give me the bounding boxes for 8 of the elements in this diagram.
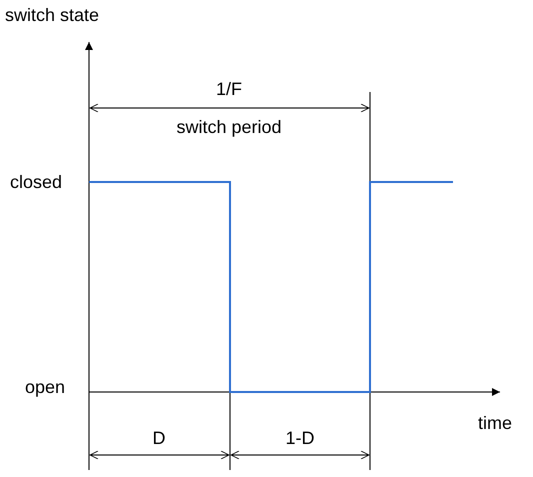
axis-title: time [478, 414, 512, 432]
tick-label: open [25, 378, 66, 396]
dimension-label: D [152, 429, 166, 447]
axis-title: switch state [5, 6, 100, 24]
dimension-label: 1/F [216, 80, 242, 98]
tick-label: closed [10, 173, 62, 191]
dimension-label: 1-D [286, 429, 314, 447]
dimension-label: switch period [176, 118, 282, 136]
